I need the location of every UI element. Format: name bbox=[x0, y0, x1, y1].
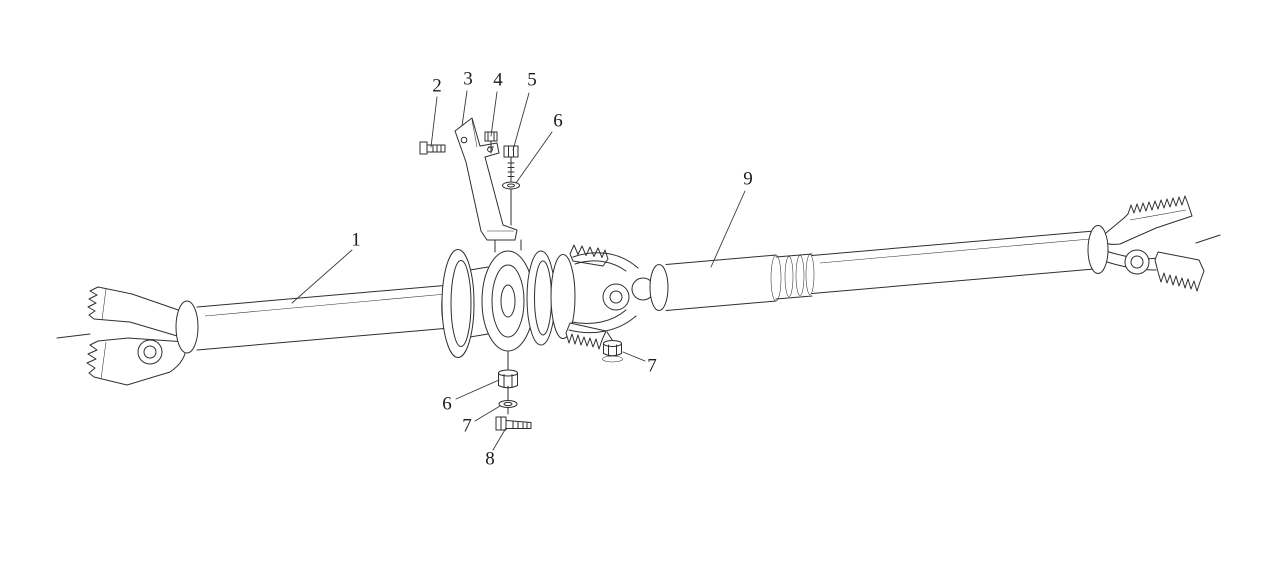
rear-yoke bbox=[1087, 195, 1221, 292]
bracket-plate bbox=[454, 117, 522, 253]
nut-7-right bbox=[602, 331, 623, 363]
front-flange bbox=[441, 249, 489, 358]
center-universal-joint bbox=[565, 244, 655, 350]
center-support-bearing bbox=[481, 250, 535, 352]
callout-6-upper: 6 bbox=[553, 110, 563, 132]
callout-1: 1 bbox=[351, 229, 361, 251]
front-shaft-tube bbox=[196, 284, 451, 351]
callout-2: 2 bbox=[432, 75, 442, 97]
front-yoke-hub bbox=[137, 300, 199, 365]
bolt-2 bbox=[419, 141, 446, 155]
callout-5: 5 bbox=[527, 69, 537, 91]
front-bearing-cap bbox=[137, 339, 163, 365]
bolt-5 bbox=[503, 145, 519, 182]
callout-4: 4 bbox=[493, 69, 503, 91]
rear-shaft-tube bbox=[665, 230, 1095, 311]
front-yoke bbox=[56, 286, 189, 386]
callout-3: 3 bbox=[463, 68, 473, 90]
nut-6-lower bbox=[498, 351, 518, 389]
callout-7-lower: 7 bbox=[462, 415, 472, 437]
leader-lines bbox=[291, 90, 746, 451]
flange-yoke bbox=[550, 254, 576, 339]
rear-bearing-cap bbox=[1124, 249, 1150, 275]
callout-7-right: 7 bbox=[647, 355, 657, 377]
rear-flange bbox=[526, 250, 576, 346]
bolt-4 bbox=[484, 131, 498, 154]
callout-6-lower: 6 bbox=[442, 393, 452, 415]
bolt-8 bbox=[495, 416, 532, 431]
washer-6-upper bbox=[502, 181, 520, 226]
center-joint-hub bbox=[649, 264, 669, 311]
callout-9: 9 bbox=[743, 168, 753, 190]
callout-8: 8 bbox=[485, 448, 495, 470]
washer-7-lower bbox=[498, 385, 518, 415]
